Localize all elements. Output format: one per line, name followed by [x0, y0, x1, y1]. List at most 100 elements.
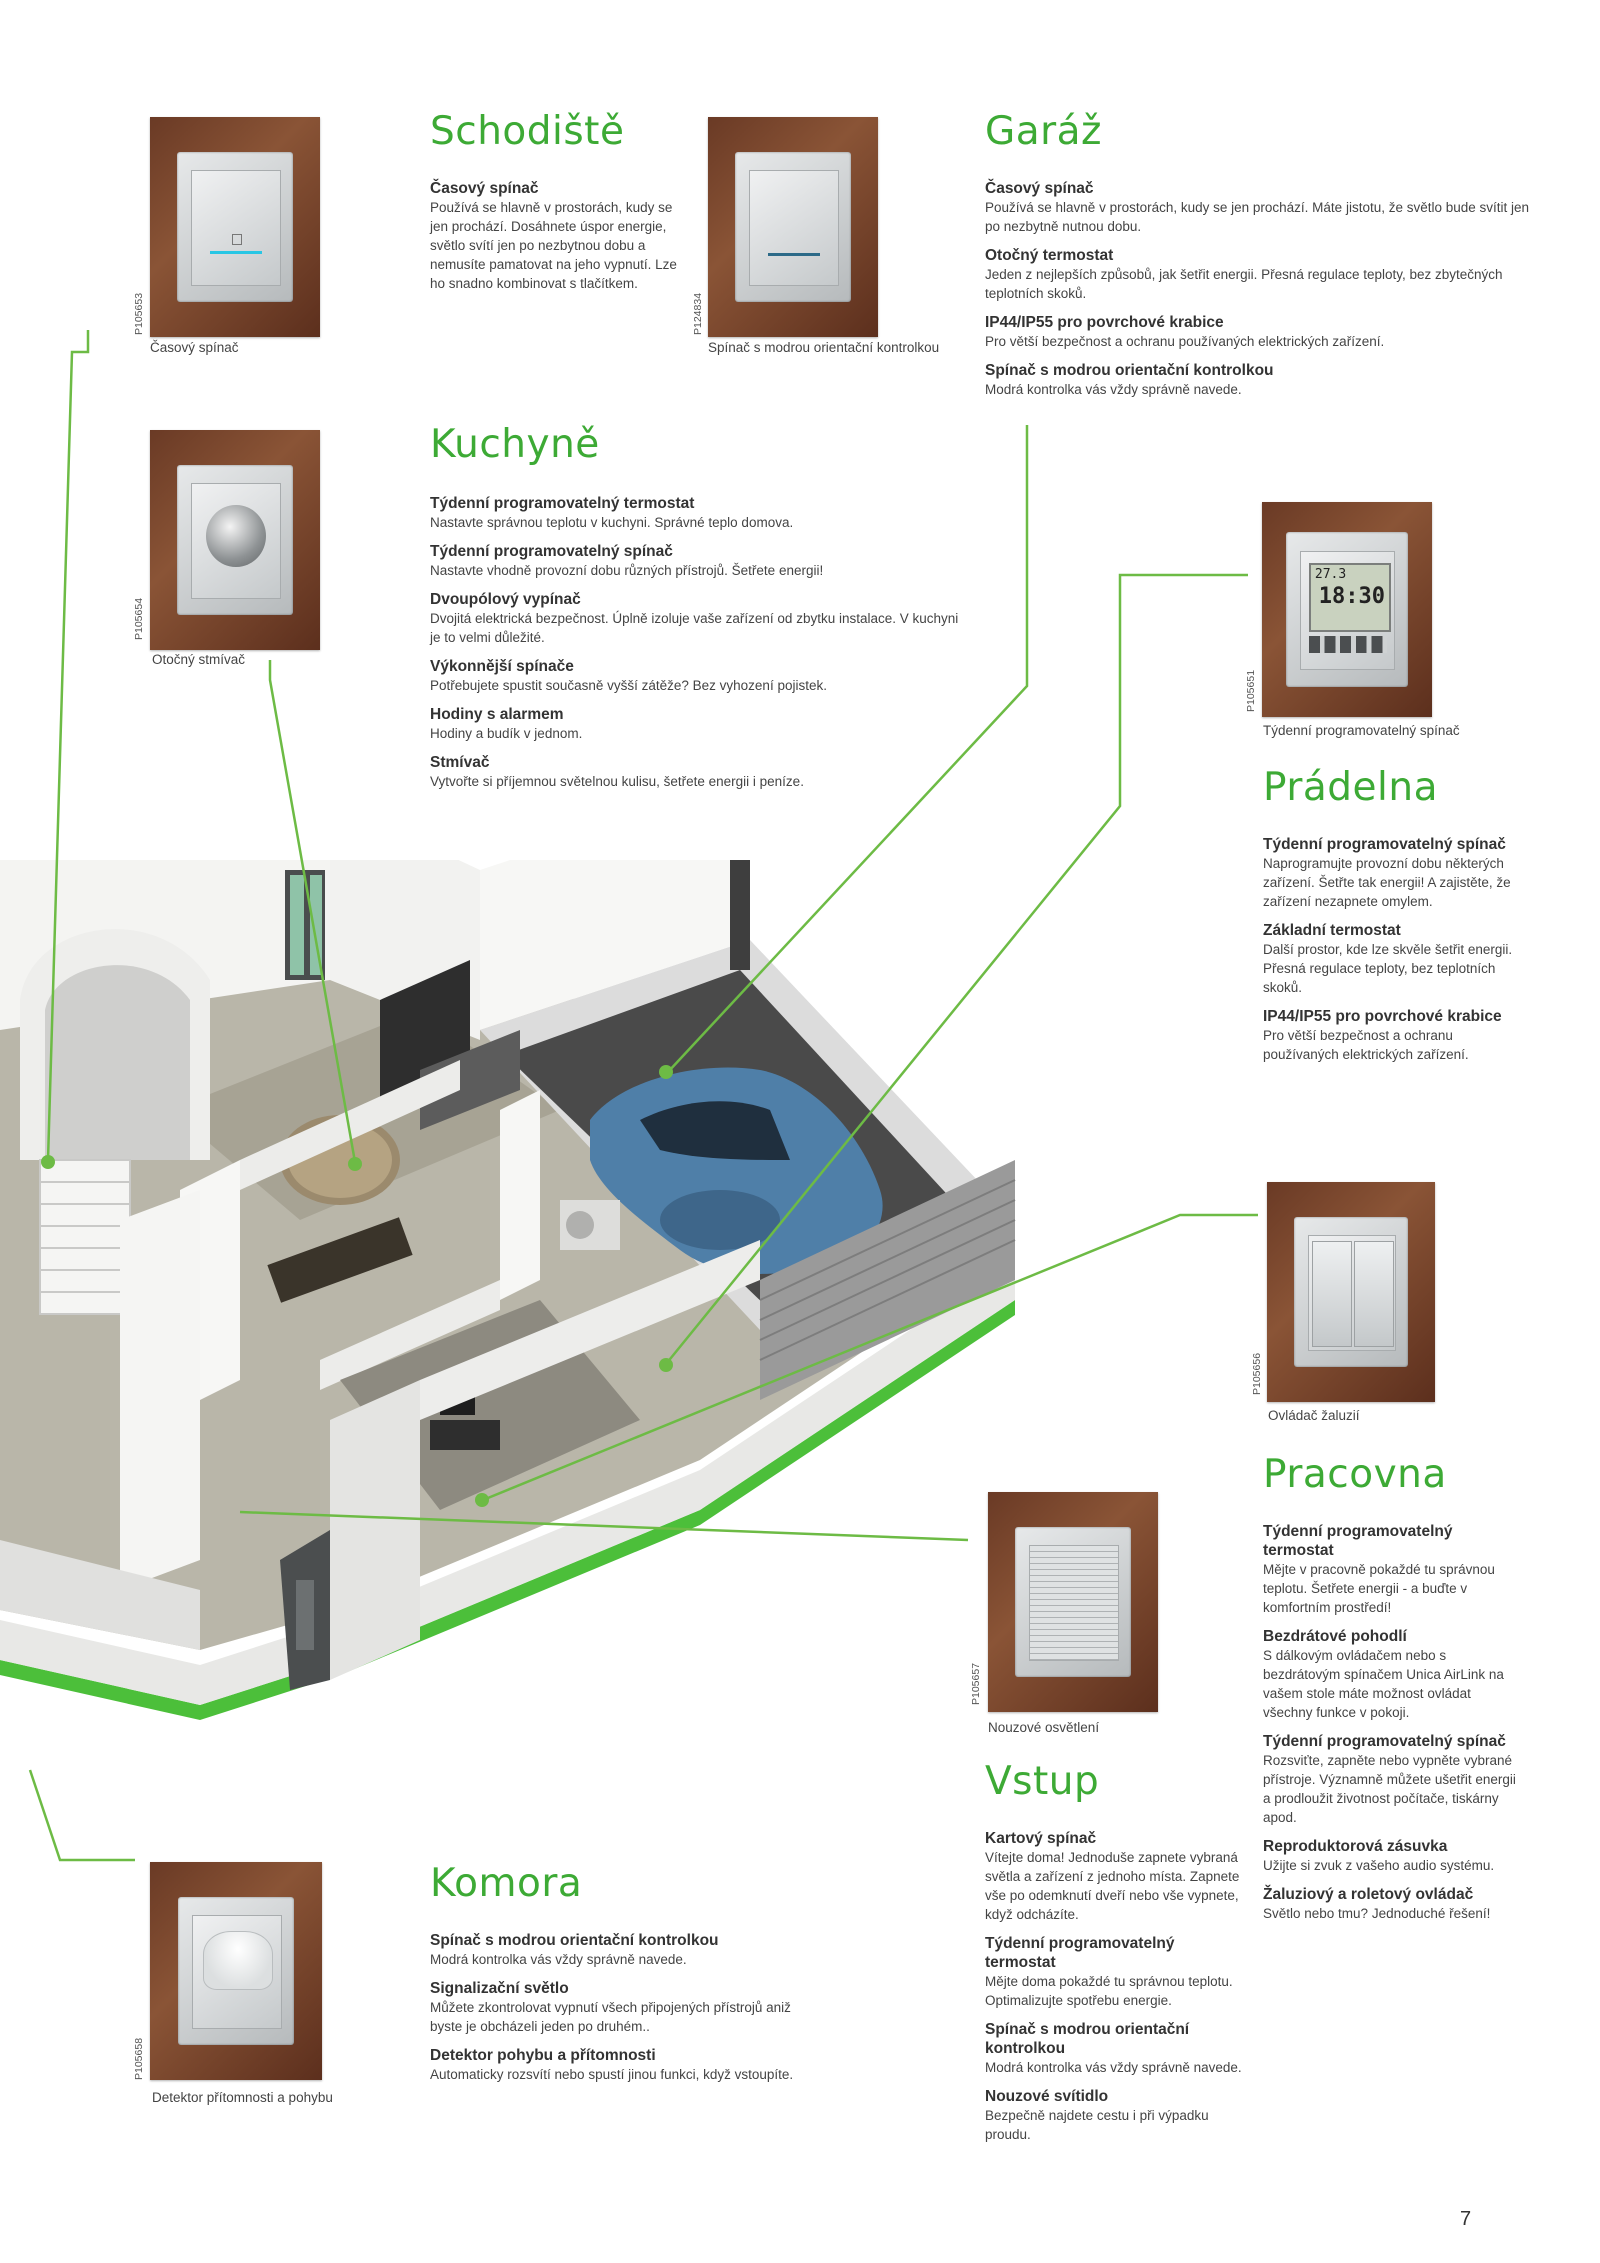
- room-title: Kuchyně: [430, 422, 600, 467]
- item-text: Nastavte vhodně provozní dobu různých př…: [430, 563, 824, 578]
- item-title: Reproduktorová zásuvka: [1263, 1838, 1448, 1855]
- photo-caption: Otočný stmívač: [152, 652, 246, 667]
- photo-caption: Týdenní programovatelný spínač: [1263, 723, 1460, 738]
- item-text: Jeden z nejlepších způsobů, jak šetřit e…: [985, 267, 1503, 301]
- item-title: IP44/IP55 pro povrchové krabice: [985, 314, 1224, 331]
- room-title: Vstup: [985, 1759, 1100, 1804]
- section-pracovna: Pracovna Týdenní programovatelný termost…: [1263, 1455, 1523, 1933]
- item-text: Modrá kontrolka vás vždy správně navede.: [430, 1952, 687, 1967]
- photo-programmable-switch: 27.3 18:30: [1262, 502, 1432, 717]
- photo-blind-control: [1267, 1182, 1435, 1402]
- item-text: Používá se hlavně v prostorách, kudy se …: [985, 200, 1530, 234]
- photo-rotary-dimmer: [150, 430, 320, 650]
- item-text: Bezpečně najdete cestu i při výpadku pro…: [985, 2108, 1209, 2142]
- item-text: Vítejte doma! Jednoduše zapnete vybraná …: [985, 1850, 1240, 1922]
- detector-lens: [203, 1931, 273, 1990]
- item-text: Potřebujete spustit současně vyšší zátěž…: [430, 678, 827, 693]
- room-title: Schodiště: [430, 109, 625, 154]
- room-title: Komora: [430, 1861, 583, 1906]
- dimmer-knob: [206, 504, 266, 568]
- item-title: Kartový spínač: [985, 1830, 1097, 1847]
- photo-emergency-light: [988, 1492, 1158, 1712]
- item-title: Časový spínač: [985, 180, 1094, 197]
- item-title: Týdenní programovatelný termostat: [985, 1935, 1175, 1971]
- photo-caption: Časový spínač: [150, 340, 239, 355]
- item-title: Týdenní programovatelný termostat: [430, 495, 695, 512]
- item-text: Světlo nebo tmu? Jednoduché řešení!: [1263, 1906, 1491, 1921]
- item-title: Týdenní programovatelný spínač: [1263, 1733, 1506, 1750]
- item-text: Další prostor, kde lze skvěle šetřit ene…: [1263, 942, 1513, 995]
- item-text: Vytvořte si příjemnou světelnou kulisu, …: [430, 774, 804, 789]
- item-text: Pro větší bezpečnost a ochranu používaný…: [1263, 1028, 1469, 1062]
- right-rocker: [1353, 1240, 1394, 1348]
- item-title: Spínač s modrou orientační kontrolkou: [430, 1932, 719, 1949]
- photo-code: P105657: [970, 1662, 982, 1705]
- item-title: Otočný termostat: [985, 247, 1114, 264]
- item-title: Dvoupólový vypínač: [430, 591, 581, 608]
- page-number: 7: [1460, 2208, 1472, 2230]
- photo-presence-detector: [150, 1862, 322, 2080]
- photo-code: P105658: [133, 2037, 145, 2080]
- item-title: Týdenní programovatelný spínač: [430, 543, 673, 560]
- lcd-time: 18:30: [1318, 584, 1386, 610]
- item-text: Nastavte správnou teplotu v kuchyni. Spr…: [430, 515, 794, 530]
- item-title: Detektor pohybu a přítomnosti: [430, 2047, 656, 2064]
- photo-caption: Ovládač žaluzií: [1268, 1408, 1360, 1423]
- left-rocker: [1312, 1240, 1353, 1348]
- item-text: Používá se hlavně v prostorách, kudy se …: [430, 200, 677, 291]
- item-text: Můžete zkontrolovat vypnutí všech připoj…: [430, 2000, 791, 2034]
- photo-code: P105651: [1245, 669, 1257, 712]
- photo-caption: Detektor přítomnosti a pohybu: [152, 2090, 333, 2105]
- item-title: Týdenní programovatelný spínač: [1263, 836, 1506, 853]
- item-text: Pro větší bezpečnost a ochranu používaný…: [985, 334, 1385, 349]
- item-title: Hodiny s alarmem: [430, 706, 564, 723]
- photo-blue-led-switch: [708, 117, 878, 337]
- time-icon: [231, 233, 243, 245]
- item-title: Výkonnější spínače: [430, 658, 574, 675]
- section-komora: Komora Spínač s modrou orientační kontro…: [430, 1864, 810, 2094]
- item-title: Základní termostat: [1263, 922, 1401, 939]
- item-text: Automaticky rozsvítí nebo spustí jinou f…: [430, 2067, 794, 2082]
- item-text: S dálkovým ovládačem nebo s bezdrátovým …: [1263, 1648, 1504, 1720]
- item-title: Žaluziový a roletový ovládač: [1263, 1886, 1474, 1903]
- item-text: Mějte v pracovně pokaždé tu správnou tep…: [1263, 1562, 1495, 1615]
- item-title: Nouzové svítidlo: [985, 2088, 1109, 2105]
- control-buttons: [1308, 636, 1388, 653]
- photo-caption: Nouzové osvětlení: [988, 1720, 1100, 1735]
- item-title: Bezdrátové pohodlí: [1263, 1628, 1407, 1645]
- photo-code: P105656: [1251, 1352, 1263, 1395]
- item-title: Signalizační světlo: [430, 1980, 569, 1997]
- photo-code: P124834: [692, 292, 704, 335]
- led-bar: [767, 252, 821, 256]
- room-title: Prádelna: [1263, 765, 1438, 810]
- item-text: Užijte si zvuk z vašeho audio systému.: [1263, 1858, 1495, 1873]
- item-text: Modrá kontrolka vás vždy správně navede.: [985, 2060, 1242, 2075]
- photo-time-switch: [150, 117, 320, 337]
- photo-caption: Spínač s modrou orientační kontrolkou: [708, 340, 940, 355]
- item-text: Mějte doma pokaždé tu správnou teplotu. …: [985, 1974, 1233, 2008]
- lcd-display: 27.3 18:30: [1308, 563, 1392, 633]
- item-title: Spínač s modrou orientační kontrolkou: [985, 2021, 1190, 2057]
- item-title: Stmívač: [430, 754, 490, 771]
- photo-code: P105653: [133, 292, 145, 335]
- room-title: Garáž: [985, 109, 1103, 154]
- lcd-top-value: 27.3: [1314, 567, 1347, 583]
- item-title: Časový spínač: [430, 180, 539, 197]
- house-illustration: [0, 860, 1016, 1720]
- item-text: Hodiny a budík v jednom.: [430, 726, 583, 741]
- section-kuchyne: Kuchyně Týdenní programovatelný termosta…: [430, 425, 960, 801]
- item-text: Rozsviťte, zapněte nebo vypněte vybrané …: [1263, 1753, 1516, 1825]
- item-title: Spínač s modrou orientační kontrolkou: [985, 362, 1274, 379]
- item-text: Dvojitá elektrická bezpečnost. Úplně izo…: [430, 611, 959, 645]
- item-text: Naprogramujte provozní dobu některých za…: [1263, 856, 1511, 909]
- item-title: Týdenní programovatelný termostat: [1263, 1523, 1453, 1559]
- led-bar: [209, 250, 263, 254]
- item-title: IP44/IP55 pro povrchové krabice: [1263, 1008, 1502, 1025]
- section-schodiste: Schodiště Časový spínač Používá se hlavn…: [430, 112, 680, 303]
- room-title: Pracovna: [1263, 1452, 1447, 1497]
- item-text: Modrá kontrolka vás vždy správně navede.: [985, 382, 1242, 397]
